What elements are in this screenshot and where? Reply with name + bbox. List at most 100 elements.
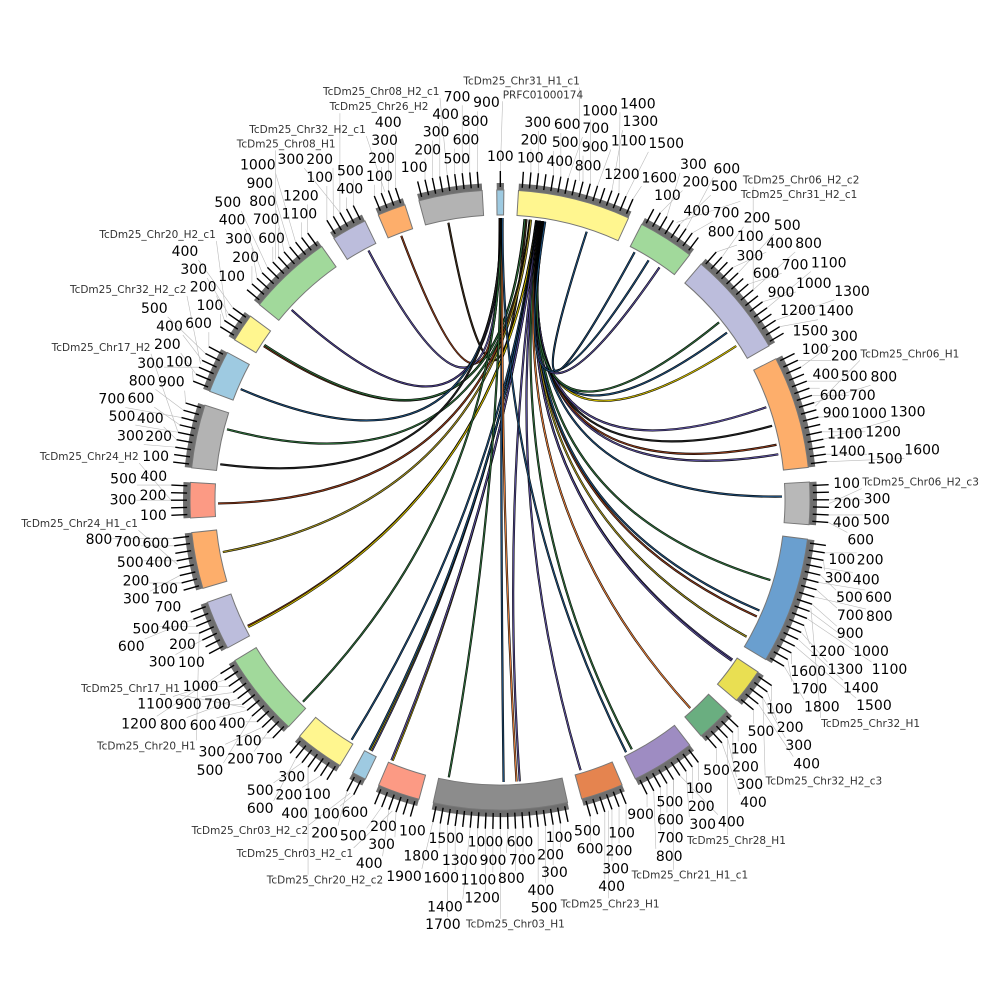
tick-label: 200	[370, 819, 397, 835]
label-leader-line	[155, 389, 184, 411]
ideogram-tcdm25-chr32-h2-c1[interactable]	[377, 204, 414, 239]
tick-label: 1800	[804, 700, 840, 716]
ideogram-tcdm25-chr08-h1[interactable]	[258, 245, 337, 322]
tick-label: 700	[509, 852, 536, 868]
ideogram-tcdm25-chr26-h2[interactable]	[333, 220, 377, 261]
ideogram-tcdm25-chr24-h1-c1[interactable]	[191, 529, 228, 590]
tick-mark	[395, 796, 402, 813]
ideogram-scale-band	[228, 311, 251, 340]
label-leader-line	[506, 828, 509, 853]
ideogram-tcdm25-chr24-h2[interactable]	[189, 481, 217, 519]
tick-label: 1200	[865, 425, 901, 441]
tick-mark	[326, 219, 336, 235]
ideogram-tcdm25-chr03-h2-c2[interactable]	[351, 750, 377, 780]
label-leader-line	[382, 809, 390, 857]
label-leader-line	[757, 703, 794, 757]
ideogram-tcdm25-chr23-h1[interactable]	[574, 761, 623, 800]
ideogram-tcdm25-chr32-h2-c2[interactable]	[209, 351, 251, 401]
tick-label: 600	[713, 161, 740, 177]
ideogram-tcdm25-chr20-h2-c1[interactable]	[233, 315, 272, 354]
tick-mark	[176, 557, 193, 562]
tick-label: 200	[145, 429, 172, 445]
tick-mark	[352, 205, 362, 221]
tick-mark	[461, 810, 466, 827]
label-leader-line	[800, 344, 832, 368]
label-leader-line	[692, 221, 713, 234]
tick-label: 200	[537, 847, 564, 863]
ideogram-tcdm25-chr20-h2-c2[interactable]	[298, 716, 354, 767]
label-leader-line	[618, 112, 621, 194]
tick-label: 200	[169, 637, 196, 653]
ideogram-tcdm25-chr17-h1[interactable]	[234, 646, 307, 728]
tick-label: 200	[682, 175, 709, 191]
ideogram-scale-band	[581, 784, 625, 806]
tick-label: 500	[657, 795, 684, 811]
segment-label: TcDm25_Chr20_H2_c2	[266, 875, 384, 887]
tick-label: 1500	[428, 831, 464, 847]
ideogram-tcdm25-chr03-h2-c1[interactable]	[377, 761, 427, 800]
ideogram-tcdm25-chr06-h1[interactable]	[753, 358, 809, 471]
tick-label: 900	[768, 285, 795, 301]
tick-mark	[794, 605, 810, 613]
tick-label: 1700	[425, 917, 461, 933]
tick-mark	[251, 705, 265, 717]
ideogram-tcdm25-chr32-h2-c3[interactable]	[716, 657, 759, 702]
ideogram-prfc01000174[interactable]	[496, 189, 505, 216]
ideogram-tcdm25-chr17-h2[interactable]	[191, 404, 230, 471]
tick-mark	[476, 171, 480, 188]
tick-label: 900	[627, 807, 654, 823]
ideogram-tcdm25-chr03-h1[interactable]	[432, 777, 569, 811]
tick-mark	[585, 800, 592, 817]
label-leader-line	[143, 444, 176, 448]
tick-mark	[439, 176, 444, 193]
tick-label: 900	[480, 853, 507, 869]
tick-label: 400	[528, 883, 555, 899]
label-leader-line	[826, 458, 905, 462]
tick-mark	[307, 232, 318, 247]
tick-label: 900	[175, 697, 202, 713]
tick-label: 400	[853, 572, 880, 588]
tick-mark	[806, 563, 823, 569]
segment-label: TcDm25_Chr28_H1	[686, 835, 786, 847]
ideogram-tcdm25-chr06-h2-c2[interactable]	[684, 263, 770, 360]
tick-label: 1000	[853, 644, 889, 660]
tick-mark	[261, 272, 275, 285]
segment-label: PRFC01000174	[503, 89, 584, 101]
label-leader-line	[597, 149, 612, 186]
tick-label: 300	[602, 861, 629, 877]
ideogram-tcdm25-chr21-h1-c1[interactable]	[623, 724, 691, 780]
tick-label: 300	[680, 157, 707, 173]
link	[502, 218, 627, 753]
link	[351, 220, 538, 741]
tick-label: 700	[114, 535, 141, 551]
label-leader-line	[439, 97, 448, 176]
tick-label: 800	[870, 369, 897, 385]
ideogram-tcdm25-chr06-h2-c3[interactable]	[783, 481, 811, 526]
tick-label: 200	[368, 151, 395, 167]
tick-mark	[208, 346, 224, 355]
ideogram-tcdm25-chr31-h1-c1[interactable]	[516, 190, 630, 242]
tick-label: 200	[732, 759, 759, 775]
tick-mark	[373, 195, 382, 212]
tick-label: 500	[337, 163, 364, 179]
label-leader-line	[365, 135, 386, 192]
tick-mark	[454, 809, 459, 827]
tick-label: 400	[793, 757, 820, 773]
segment-label: TcDm25_Chr32_H1	[820, 718, 920, 730]
ideogram-tcdm25-chr32-h1[interactable]	[743, 535, 809, 661]
tick-mark	[658, 769, 668, 784]
tick-label: 1000	[183, 679, 219, 695]
ideogram-tcdm25-chr28-h1[interactable]	[684, 693, 728, 737]
tick-mark	[241, 694, 256, 706]
tick-mark	[220, 664, 235, 675]
tick-label: 1500	[867, 451, 903, 467]
ideogram-tcdm25-chr20-h1[interactable]	[206, 593, 251, 649]
ideogram-tcdm25-chr31-h2-c1[interactable]	[629, 223, 691, 276]
tick-label: 200	[190, 280, 217, 296]
tick-label: 100	[802, 342, 829, 358]
ideogram-tcdm25-chr08-h2-c1[interactable]	[418, 189, 485, 226]
tick-label: 400	[740, 795, 767, 811]
tick-mark	[542, 809, 547, 826]
tick-mark	[237, 688, 251, 700]
links-layer	[218, 217, 782, 782]
